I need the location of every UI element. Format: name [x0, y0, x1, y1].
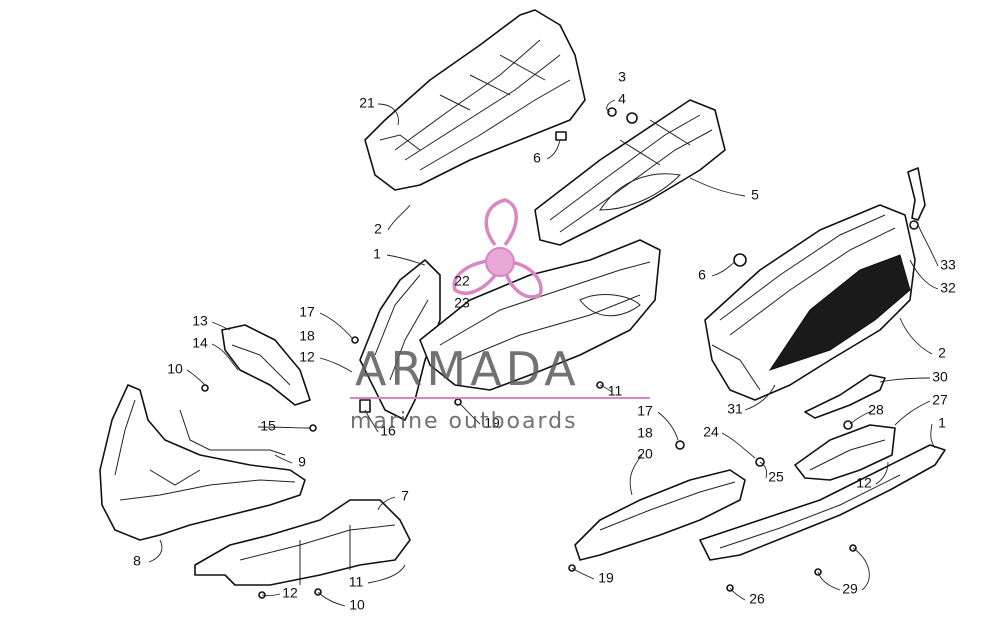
part-side-panel-center: [359, 259, 441, 421]
watermark-brand: ARMADA: [355, 342, 580, 396]
part-strap: [907, 167, 926, 230]
callout-label: 29: [842, 581, 858, 597]
callout-label: 31: [727, 401, 743, 417]
callout-label: 20: [637, 446, 653, 462]
callout-label: 7: [401, 488, 409, 504]
callout-label: 23: [454, 295, 470, 311]
callout-label: 9: [298, 454, 306, 470]
callout-label: 16: [380, 423, 396, 439]
watermark-logo: [452, 198, 543, 299]
callout-label: 11: [349, 574, 364, 590]
part-lower-mount: [574, 469, 746, 561]
callout-label: 12: [856, 475, 872, 491]
callout-label: 30: [932, 369, 948, 385]
part-front-nose: [704, 204, 916, 401]
callout-label: 14: [192, 335, 208, 351]
part-front-bumper: [99, 384, 306, 541]
leader-lines: [148, 99, 939, 607]
callout-label: 33: [940, 257, 956, 273]
callout-label: 18: [299, 328, 315, 344]
callout-label: 32: [940, 280, 956, 296]
callout-label: 26: [749, 591, 765, 607]
callout-label: 10: [349, 597, 365, 613]
callout-label: 28: [868, 402, 884, 418]
callout-label: 27: [932, 392, 948, 408]
callout-label: 2: [938, 345, 946, 361]
callout-label: 10: [167, 361, 183, 377]
part-small-plate: [794, 424, 896, 481]
callout-label: 19: [484, 415, 500, 431]
callout-label: 8: [133, 553, 141, 569]
part-console-shroud: [364, 9, 586, 191]
callout-label: 12: [299, 349, 315, 365]
callout-label: 12: [282, 585, 298, 601]
callout-label: 24: [703, 424, 719, 440]
callout-label: 15: [260, 418, 276, 434]
callout-label: 5: [751, 187, 759, 203]
callout-label: 21: [359, 95, 375, 111]
callout-label: 22: [454, 273, 470, 289]
callout-label: 3: [618, 69, 626, 85]
callout-label: 11: [608, 383, 623, 399]
callout-label: 19: [598, 570, 614, 586]
callout-label: 6: [698, 267, 706, 283]
callout-label: 17: [637, 403, 653, 419]
callout-label: 1: [373, 246, 381, 262]
part-belly-pan-center: [419, 239, 661, 391]
callout-label: 13: [192, 313, 208, 329]
part-upper-panel: [534, 99, 726, 246]
callout-label: 18: [637, 425, 653, 441]
callout-label: 4: [618, 91, 626, 107]
callout-label: 17: [299, 304, 315, 320]
callout-label: 6: [533, 150, 541, 166]
part-side-rail-right: [699, 444, 946, 561]
part-bracket-cover: [221, 324, 311, 406]
callout-label: 1: [938, 415, 946, 431]
watermark-tagline: marine outboards: [350, 409, 578, 434]
part-skid-plate: [194, 499, 411, 586]
part-bracket-30: [804, 374, 886, 419]
callout-label: 2: [374, 221, 382, 237]
callout-label: 25: [768, 469, 784, 485]
